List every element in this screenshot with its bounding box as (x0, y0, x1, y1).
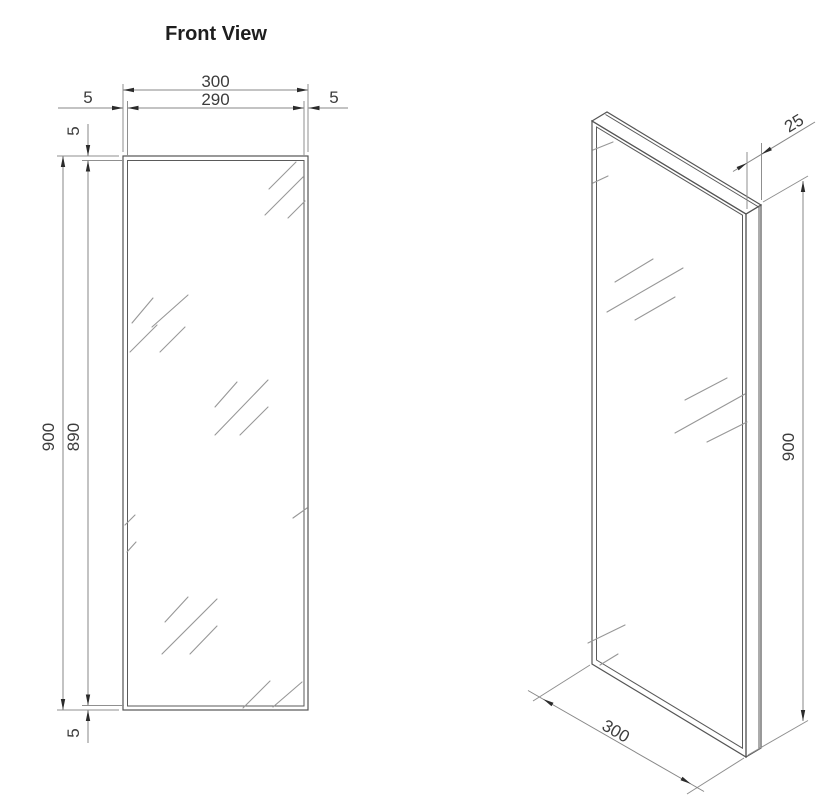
dim-frame-bottom: 5 (64, 710, 91, 743)
dim-frame-right: 5 (308, 88, 348, 111)
dim-overall-height-label: 900 (39, 423, 58, 451)
front-view-title: Front View (165, 23, 267, 45)
dim-frame-left-label: 5 (83, 88, 92, 107)
dim-perspective-height-label: 900 (779, 433, 798, 461)
dim-frame-left: 5 (58, 88, 123, 111)
front-view-extension-lines (57, 84, 309, 711)
dim-overall-width: 300 (123, 72, 308, 93)
dim-frame-top-label: 5 (64, 126, 83, 135)
perspective-view-mirror-outline (590, 111, 763, 759)
dim-frame-right-label: 5 (329, 88, 338, 107)
dim-perspective-height: 900 (747, 175, 809, 756)
dim-perspective-width-label: 300 (599, 716, 633, 747)
dim-glass-height-label: 890 (64, 423, 83, 451)
dim-frame-bottom-label: 5 (64, 728, 83, 737)
dim-depth-label: 25 (781, 110, 807, 136)
front-view-mirror-outline (122, 155, 309, 711)
dim-frame-top: 5 (64, 124, 91, 156)
dim-overall-width-label: 300 (201, 72, 229, 91)
front-view-glass-glints (124, 161, 308, 709)
dim-glass-height: 890 (64, 160, 91, 706)
dim-overall-height: 900 (39, 156, 66, 710)
dim-glass-width-label: 290 (201, 90, 229, 109)
perspective-view-glass-glints (587, 141, 748, 666)
dim-glass-width: 290 (127, 90, 304, 111)
